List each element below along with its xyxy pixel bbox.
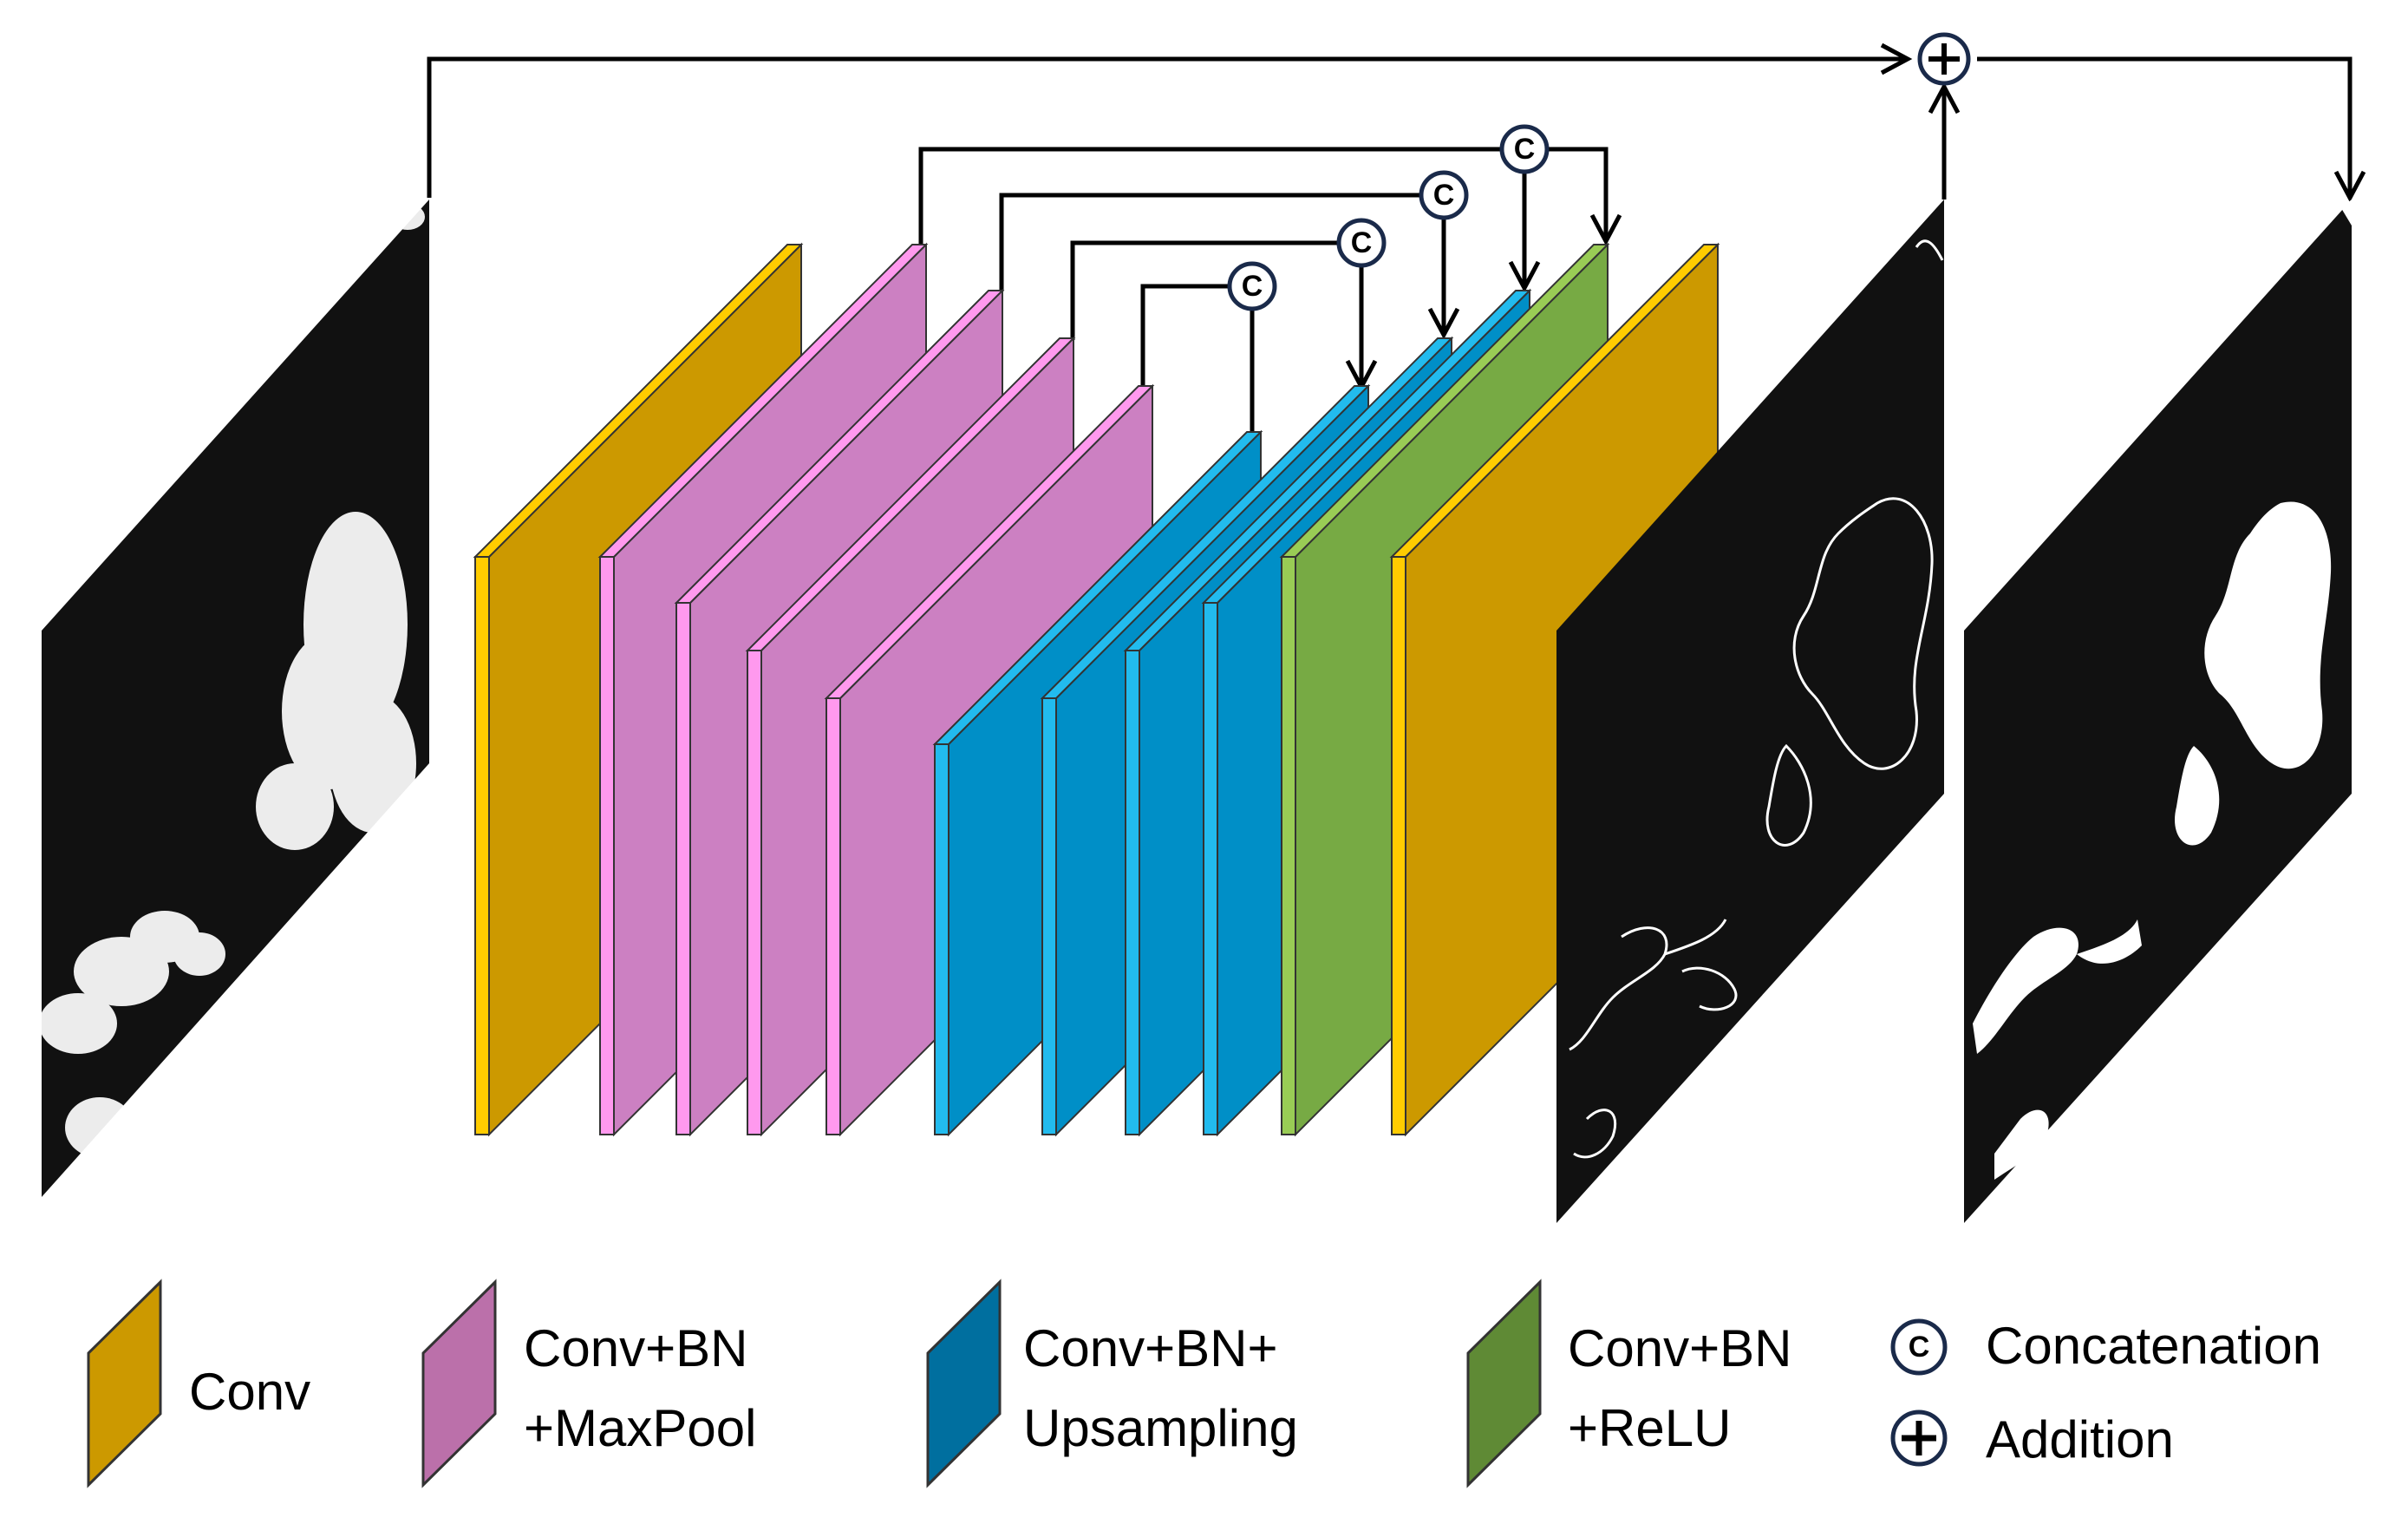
- network-layers: [473, 242, 1720, 1137]
- legend-label-maxpool-line1: Conv+BN: [524, 1319, 747, 1377]
- concat-symbol-3: C: [1336, 218, 1387, 268]
- concat-symbol-2: C: [1419, 170, 1469, 220]
- skip-connections: [427, 43, 2366, 434]
- concat-symbol-1: C: [1499, 124, 1550, 174]
- legend-swatch-conv: [87, 1279, 162, 1488]
- layer-maxpool-1-side-edge: [599, 556, 615, 1135]
- output-image: [1964, 199, 2352, 1223]
- legend-item-relu: Conv+BN +ReLU: [1466, 1279, 1791, 1488]
- concat-connection-1-a: [918, 147, 1622, 246]
- layer-upsampling-4-side-edge: [1203, 602, 1218, 1135]
- binary-cloud-shapes: [1973, 199, 2352, 1180]
- concat-symbol-2-label: C: [1433, 179, 1455, 212]
- legend-concat-symbol: [1890, 1318, 1948, 1376]
- layer-relu-1-side-edge: [1281, 556, 1296, 1135]
- legend-item-maxpool: Conv+BN +MaxPool: [421, 1279, 756, 1488]
- concat-symbol-4: C: [1227, 261, 1277, 311]
- legend-label-maxpool-line2: +MaxPool: [524, 1399, 756, 1457]
- blurry-cloud-shapes: [39, 204, 425, 1158]
- legend-item-conv: Conv: [87, 1279, 310, 1488]
- residual-connection-input-to-add: [427, 43, 1913, 198]
- legend-label-upsampling-line2: Upsampling: [1023, 1399, 1298, 1457]
- layer-conv-2-side-edge: [1391, 556, 1406, 1135]
- legend-concat-symbol-label: C: [1909, 1331, 1930, 1364]
- layer-maxpool-3-side-edge: [747, 650, 762, 1135]
- layer-maxpool-2-side-edge: [675, 602, 691, 1135]
- concat-symbol-4-label: C: [1242, 270, 1263, 303]
- legend-label-relu-line2: +ReLU: [1568, 1399, 1731, 1457]
- legend-label-concatenation: Concatenation: [1986, 1317, 2321, 1375]
- edge-outline-shapes: [1569, 239, 1944, 1159]
- concat-symbols: C C C C: [1227, 124, 1550, 311]
- layer-upsampling-1-side-edge: [934, 743, 949, 1135]
- legend-item-concatenation: C Concatenation: [1890, 1317, 2321, 1376]
- concat-connection-3-a: [1070, 240, 1361, 340]
- edge-image: [1556, 199, 1944, 1223]
- concat-connection-2-a: [999, 193, 1444, 291]
- legend: Conv Conv+BN +MaxPool Conv+BN+ Upsamplin…: [87, 1279, 2321, 1488]
- layer-upsampling-3-side-edge: [1125, 650, 1140, 1135]
- layer-maxpool-4-side-edge: [826, 697, 841, 1135]
- concat-symbol-3-label: C: [1351, 226, 1373, 259]
- legend-label-conv: Conv: [189, 1363, 310, 1421]
- add-to-output-connection: [1977, 56, 2366, 203]
- legend-item-addition: Addition: [1890, 1410, 2174, 1468]
- legend-label-relu-line1: Conv+BN: [1568, 1319, 1791, 1377]
- layer-upsampling-2-side-edge: [1041, 697, 1057, 1135]
- input-image: [39, 199, 429, 1197]
- legend-label-upsampling-line1: Conv+BN+: [1023, 1319, 1278, 1377]
- legend-swatch-relu: [1466, 1279, 1542, 1488]
- legend-item-upsampling: Conv+BN+ Upsampling: [926, 1279, 1298, 1488]
- addition-symbol: [1917, 32, 1971, 86]
- legend-swatch-upsampling: [926, 1279, 1002, 1488]
- legend-swatch-maxpool: [421, 1279, 497, 1488]
- concat-connection-4-a: [1140, 284, 1231, 389]
- legend-label-addition: Addition: [1986, 1410, 2174, 1468]
- concat-symbol-1-label: C: [1514, 133, 1536, 166]
- layer-conv-1-side-edge: [474, 556, 490, 1135]
